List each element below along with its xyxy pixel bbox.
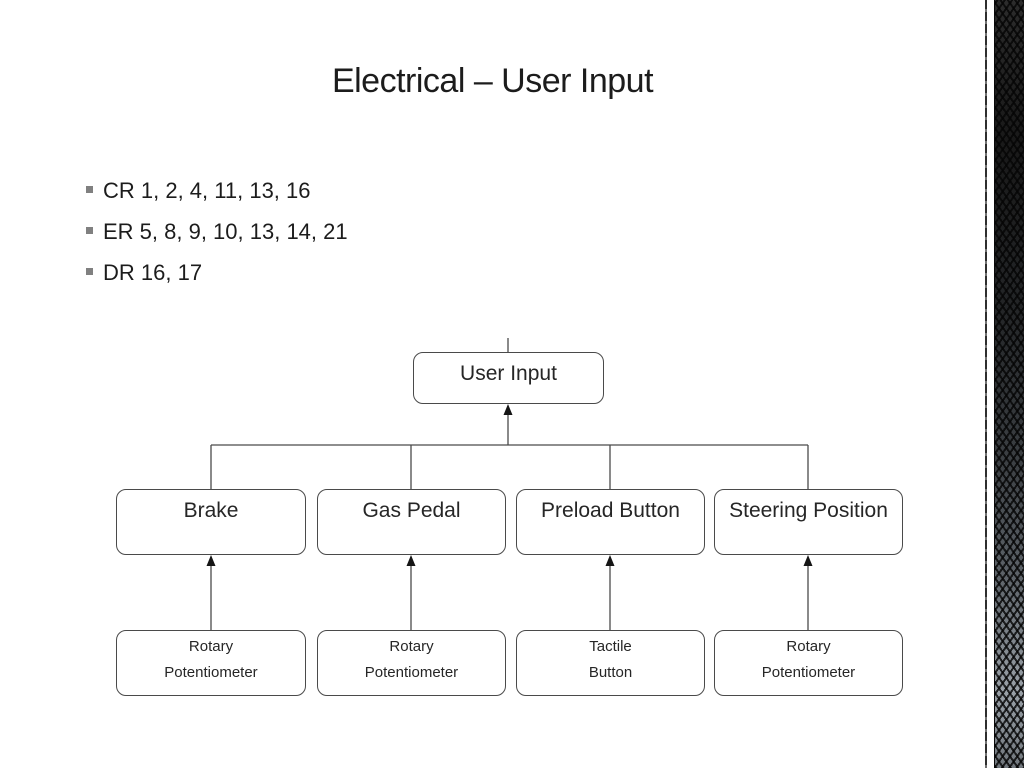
bullet-marker xyxy=(86,268,93,275)
carbon-fiber-border xyxy=(994,0,1024,768)
node-label-line2: Button xyxy=(588,663,633,681)
bullet-marker xyxy=(86,227,93,234)
node-label: Steering Position xyxy=(729,498,888,522)
node-label: Brake xyxy=(183,498,239,522)
arrowhead-up-icon xyxy=(206,555,216,566)
bullet-item: CR 1, 2, 4, 11, 13, 16 xyxy=(86,170,348,211)
node-sensor-brake: Rotary Potentiometer xyxy=(116,630,306,696)
bullet-text: CR 1, 2, 4, 11, 13, 16 xyxy=(103,177,311,203)
node-sensor-preload-button: Tactile Button xyxy=(516,630,705,696)
arrowhead-up-icon xyxy=(406,555,416,566)
arrowhead-up-icon xyxy=(803,555,813,566)
slide-edge-line xyxy=(985,0,987,768)
node-brake: Brake xyxy=(116,489,306,555)
bullet-marker xyxy=(86,186,93,193)
node-label-line1: Rotary xyxy=(188,637,234,655)
node-sensor-gas-pedal: Rotary Potentiometer xyxy=(317,630,506,696)
bullet-text: ER 5, 8, 9, 10, 13, 14, 21 xyxy=(103,218,348,244)
bullet-text: DR 16, 17 xyxy=(103,259,203,285)
node-label-line1: Rotary xyxy=(786,637,831,655)
node-label-line2: Potentiometer xyxy=(364,663,459,681)
node-label-line2: Potentiometer xyxy=(164,663,258,681)
bullet-item: DR 16, 17 xyxy=(86,252,348,293)
node-label-line1: Tactile xyxy=(589,637,632,655)
node-label-line2: Potentiometer xyxy=(761,663,856,681)
node-steering-position: Steering Position xyxy=(714,489,903,555)
node-label: Preload Button xyxy=(541,498,680,522)
bullet-list: CR 1, 2, 4, 11, 13, 16 ER 5, 8, 9, 10, 1… xyxy=(86,170,348,293)
bullet-item: ER 5, 8, 9, 10, 13, 14, 21 xyxy=(86,211,348,252)
node-label: User Input xyxy=(460,362,557,385)
node-preload-button: Preload Button xyxy=(516,489,705,555)
slide-title: Electrical – User Input xyxy=(331,62,654,100)
arrowhead-up-icon xyxy=(605,555,615,566)
node-user-input: User Input xyxy=(413,352,604,404)
node-label-line1: Rotary xyxy=(389,637,434,655)
arrowhead-up-icon xyxy=(503,404,513,415)
node-sensor-steering-position: Rotary Potentiometer xyxy=(714,630,903,696)
node-label: Gas Pedal xyxy=(362,498,461,522)
node-gas-pedal: Gas Pedal xyxy=(317,489,506,555)
